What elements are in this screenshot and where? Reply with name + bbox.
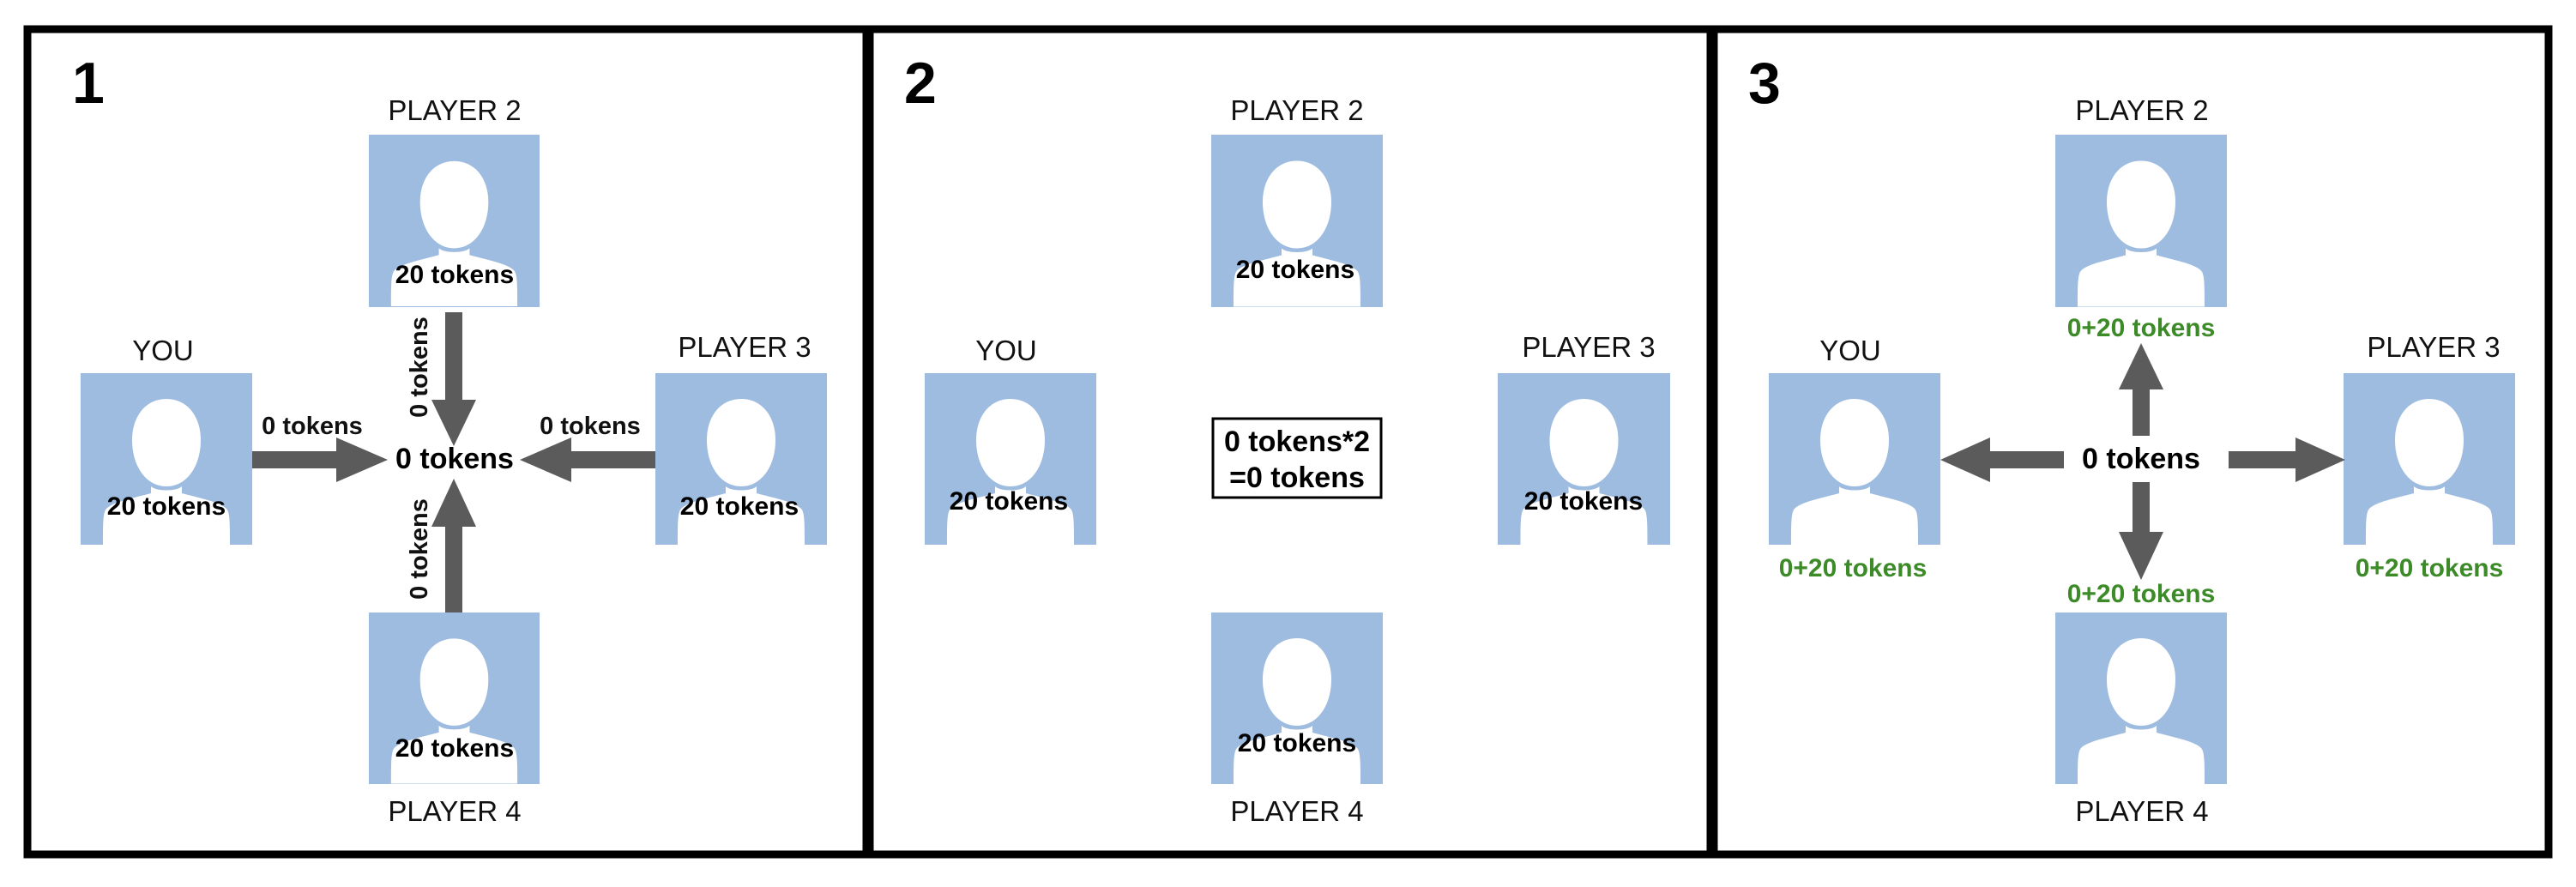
player-3-label: PLAYER 3 [678, 331, 811, 363]
arrow-up-icon [2119, 343, 2163, 436]
player-3-avatar [655, 373, 827, 545]
calculation-line-1: 0 tokens*2 [1224, 425, 1370, 458]
player-2-avatar [1211, 135, 1383, 307]
you-avatar [925, 373, 1096, 545]
you-payout: 0+20 tokens [1779, 554, 1927, 582]
panel-2: 2 PLAYER 2 20 tokens YOU 20 tokens PLAYE… [904, 51, 1670, 827]
player-4-tokens: 20 tokens [1238, 729, 1356, 757]
panel-border-3 [1710, 25, 2553, 859]
you-contribution: 0 tokens [262, 413, 363, 440]
player-3-label: PLAYER 3 [1522, 331, 1655, 363]
player-4-payout: 0+20 tokens [2067, 580, 2216, 608]
player-4-avatar [2055, 612, 2227, 784]
pot-total: 0 tokens [395, 443, 514, 475]
player-4-avatar [369, 612, 540, 784]
calculation-line-2: =0 tokens [1229, 462, 1365, 494]
arrow-right-icon [2229, 437, 2345, 482]
player-2-label: PLAYER 2 [1230, 94, 1363, 126]
player-2-tokens: 20 tokens [1236, 256, 1354, 284]
player-4-tokens: 20 tokens [395, 734, 514, 763]
panel-number: 2 [904, 51, 937, 116]
you-tokens: 20 tokens [107, 492, 226, 521]
arrow-left-icon [1940, 437, 2064, 482]
player-3-avatar [1498, 373, 1670, 545]
panel-number: 1 [72, 51, 105, 116]
player-2-avatar [2055, 135, 2227, 307]
player-2-label: PLAYER 2 [388, 94, 521, 126]
player-4-contribution: 0 tokens [406, 498, 433, 600]
you-avatar [81, 373, 252, 545]
pot-total: 0 tokens [2082, 443, 2200, 475]
arrow-left-icon [520, 437, 655, 482]
you-tokens: 20 tokens [950, 487, 1068, 516]
arrow-right-icon [252, 437, 388, 482]
player-4-label: PLAYER 4 [1230, 795, 1363, 827]
arrow-down-icon [2119, 482, 2163, 580]
panel-3: 3 PLAYER 2 0+20 tokens YOU 0+20 tokens P… [1748, 51, 2515, 827]
you-label: YOU [975, 335, 1037, 366]
arrow-down-icon [431, 312, 476, 446]
calculation-box: 0 tokens*2 =0 tokens [1211, 417, 1383, 499]
player-2-payout: 0+20 tokens [2067, 314, 2216, 342]
player-3-payout: 0+20 tokens [2356, 554, 2504, 582]
player-2-tokens: 20 tokens [395, 261, 514, 289]
you-label: YOU [1819, 335, 1881, 366]
you-label: YOU [132, 335, 194, 366]
panel-1: 1 PLAYER 2 20 tokens YOU 20 tokens PLAYE… [72, 51, 827, 827]
player-2-contribution: 0 tokens [406, 317, 433, 418]
player-3-contribution: 0 tokens [540, 413, 641, 440]
panel-number: 3 [1748, 51, 1781, 116]
player-3-tokens: 20 tokens [680, 492, 799, 521]
arrow-up-icon [431, 479, 476, 612]
player-2-label: PLAYER 2 [2075, 94, 2208, 126]
player-3-avatar [2344, 373, 2515, 545]
you-avatar [1769, 373, 1940, 545]
player-2-avatar [369, 135, 540, 307]
player-3-tokens: 20 tokens [1524, 487, 1643, 516]
player-4-label: PLAYER 4 [388, 795, 521, 827]
player-4-avatar [1211, 612, 1383, 784]
player-4-label: PLAYER 4 [2075, 795, 2208, 827]
player-3-label: PLAYER 3 [2367, 331, 2500, 363]
